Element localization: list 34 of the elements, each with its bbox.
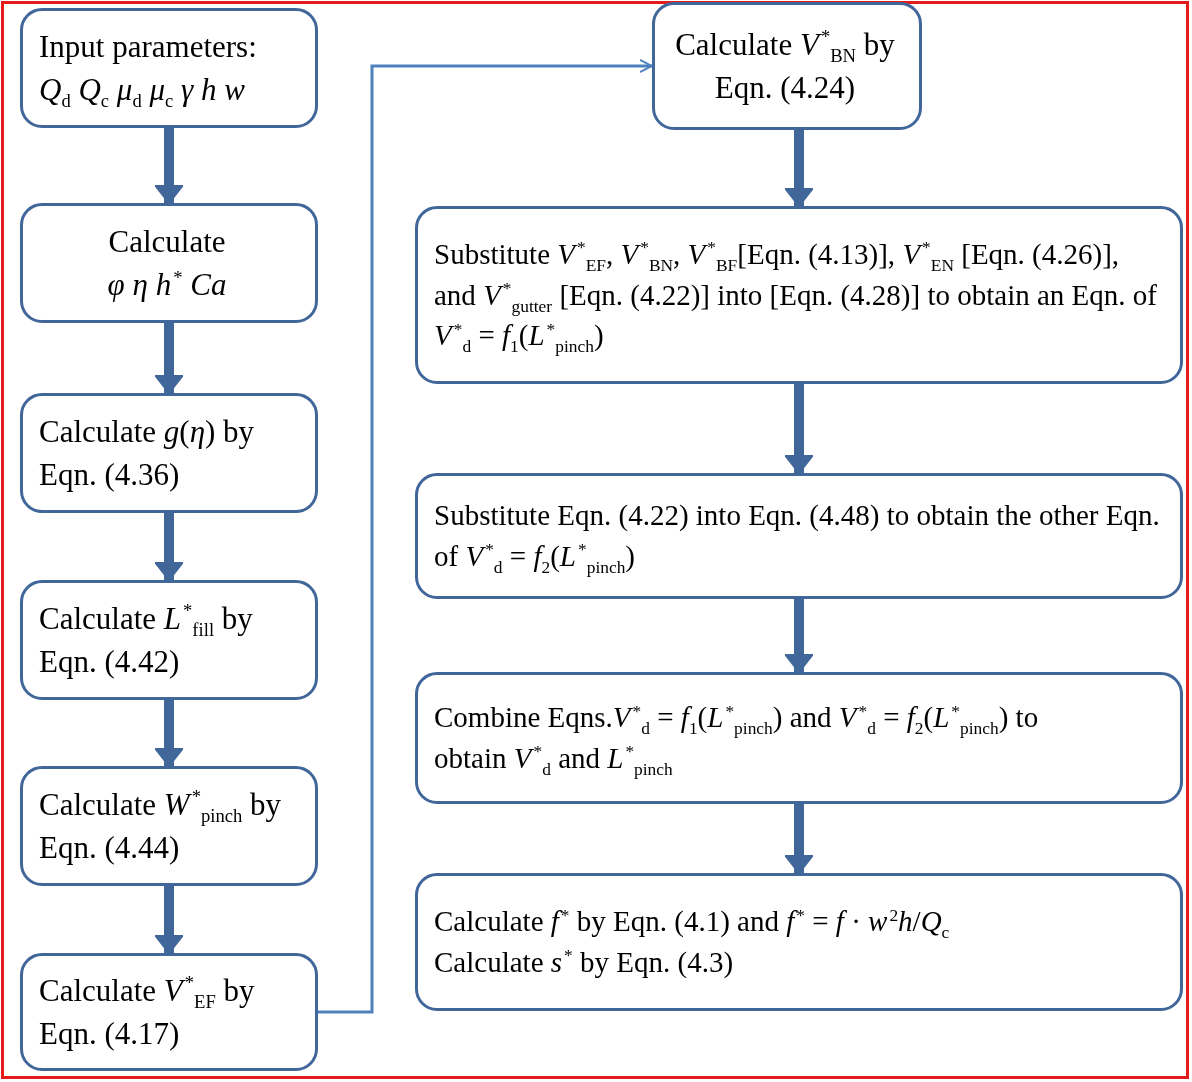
process-box (20, 393, 318, 513)
node-text: Calculate (108, 222, 227, 261)
process-box (20, 580, 318, 700)
process-box (652, 2, 922, 130)
process-box (415, 473, 1183, 599)
node-text: Calculate W$^{*}$$_{pinch}$ by Eqn. (4.44) (39, 785, 282, 867)
arrow (784, 130, 814, 207)
arrow (784, 804, 814, 874)
node-text: Substitute V$^{*}$$_{EF}$, V$^{*}$$_{BN}$, V$^{*}$$_{BF}$[Eqn. (4.13)], V$^{*}$$_{EN}$ [Eqn. (4.26)], and V$^{*}$$_{gutter}$ [Eqn. (4.22)] into [Eqn. (4.28)] to obtain an Eqn. of V$^{*}$$_{d}$ = f$_{1}$(L$^{*}$$_{pinch}$) (434, 236, 1158, 356)
node-text: Calculate f$^{*}$ by Eqn. (4.1) and f$^{*}$ = f · w$^{2}$h/Q$_{c}$ (434, 903, 951, 942)
arrow (318, 59, 653, 1014)
process-box (20, 953, 318, 1071)
process-box (20, 8, 318, 128)
node-text: Q$_{d}$ Q$_{c}$ μ$_{d}$ μ$_{c}$ γ h w (39, 71, 246, 112)
arrow (154, 323, 184, 394)
node-text: Input parameters: (39, 27, 258, 66)
process-box (415, 873, 1183, 1011)
process-box (415, 206, 1183, 384)
arrow (784, 599, 814, 673)
arrow (154, 700, 184, 767)
node-text: Substitute Eqn. (4.22) into Eqn. (4.48) to obtain the other Eqn. of V$^{*}$$_{d}$ = f$_{2}$(L$^{*}$$_{pinch}$) (434, 498, 1161, 577)
node-text: Calculate s$^{*}$ by Eqn. (4.3) (434, 944, 735, 980)
node-text: φ η h$^{*}$ Ca (107, 265, 228, 304)
arrow (154, 128, 184, 204)
node-text: Calculate g(η) by Eqn. (4.36) (39, 412, 256, 494)
process-box (20, 766, 318, 886)
arrow (784, 384, 814, 474)
process-box (20, 203, 318, 323)
process-box (415, 672, 1183, 804)
arrow (154, 513, 184, 581)
node-text: Calculate V$^{*}$$_{BN}$ by Eqn. (4.24) (674, 25, 896, 107)
arrow (154, 886, 184, 954)
node-text: Calculate V$^{*}$$_{EF}$ by Eqn. (4.17) (39, 971, 256, 1053)
node-text: Calculate L$^{*}$$_{fill}$ by Eqn. (4.42) (39, 599, 254, 681)
